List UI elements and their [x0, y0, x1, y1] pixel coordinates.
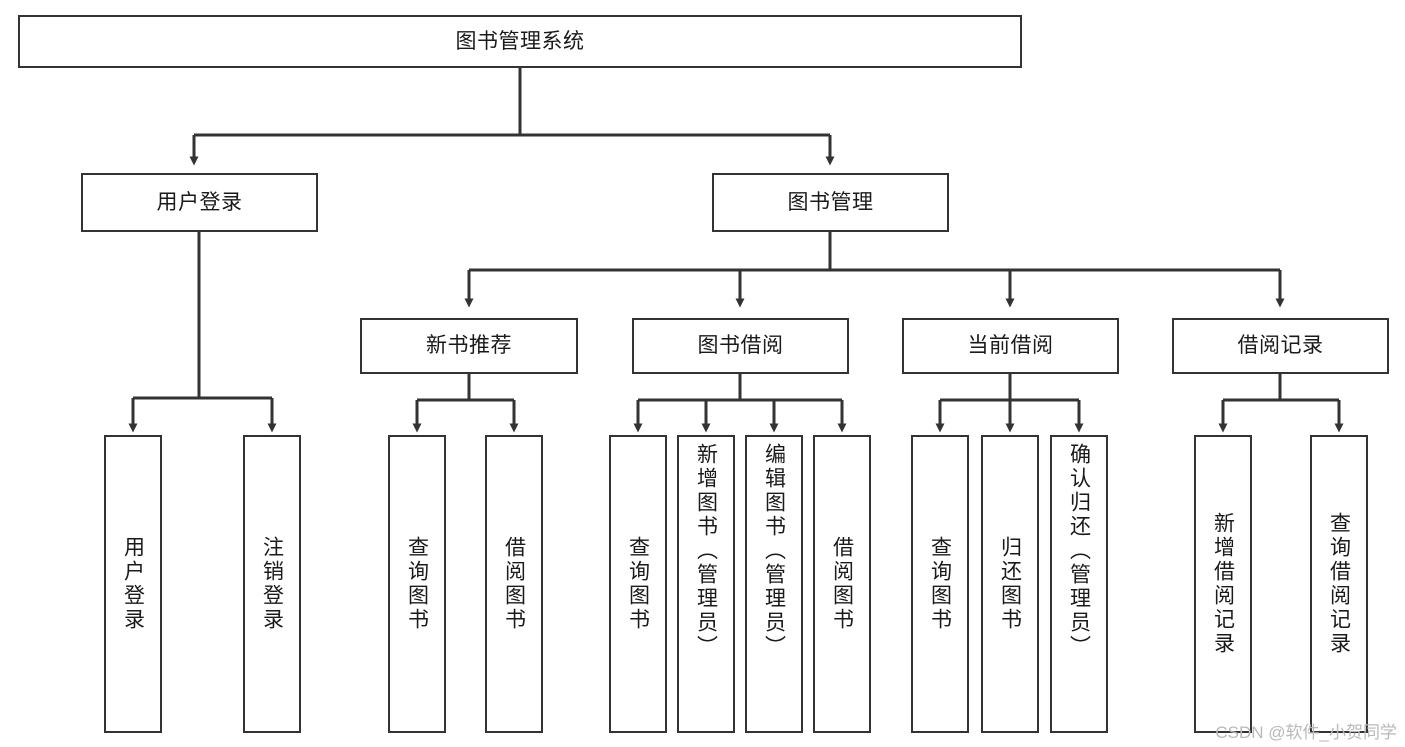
node-root-system-label: 图书管理系统: [455, 29, 585, 53]
node-book-management[interactable]: 图书管理: [712, 173, 949, 232]
node-leaf-current-confirm-return[interactable]: 确认归还（管理员）: [1050, 435, 1108, 733]
node-leaf-newbook-query[interactable]: 查询图书: [388, 435, 446, 733]
node-leaf-borrow-lend[interactable]: 借阅图书: [813, 435, 871, 733]
node-leaf-newbook-query-label: 查询图书: [405, 536, 429, 632]
node-leaf-borrow-edit[interactable]: 编辑图书（管理员）: [745, 435, 803, 733]
node-leaf-current-return-label: 归还图书: [998, 536, 1022, 632]
node-leaf-records-add[interactable]: 新增借阅记录: [1194, 435, 1252, 733]
node-leaf-newbook-borrow-label: 借阅图书: [502, 536, 526, 632]
node-leaf-current-query[interactable]: 查询图书: [911, 435, 969, 733]
node-leaf-borrow-edit-label: 编辑图书（管理员）: [762, 443, 786, 659]
node-current-borrow[interactable]: 当前借阅: [902, 318, 1119, 374]
connector-lines: [128, 68, 1344, 433]
node-leaf-records-query[interactable]: 查询借阅记录: [1310, 435, 1368, 733]
node-leaf-current-confirm-return-label: 确认归还（管理员）: [1067, 443, 1091, 659]
node-new-book-recommend[interactable]: 新书推荐: [360, 318, 578, 374]
node-leaf-user-login-login-label: 用户登录: [121, 536, 145, 632]
node-book-borrow-label: 图书借阅: [697, 334, 784, 358]
node-current-borrow-label: 当前借阅: [967, 334, 1054, 358]
node-leaf-user-login-login[interactable]: 用户登录: [104, 435, 162, 733]
node-leaf-borrow-add-label: 新增图书（管理员）: [694, 443, 718, 659]
node-leaf-borrow-query-label: 查询图书: [626, 536, 650, 632]
node-leaf-records-query-label: 查询借阅记录: [1327, 512, 1351, 656]
node-borrow-records-label: 借阅记录: [1237, 334, 1324, 358]
node-borrow-records[interactable]: 借阅记录: [1172, 318, 1389, 374]
node-leaf-current-query-label: 查询图书: [928, 536, 952, 632]
node-leaf-current-return[interactable]: 归还图书: [981, 435, 1039, 733]
node-book-borrow[interactable]: 图书借阅: [632, 318, 849, 374]
node-leaf-borrow-lend-label: 借阅图书: [830, 536, 854, 632]
node-leaf-user-login-logout[interactable]: 注销登录: [243, 435, 301, 733]
node-leaf-borrow-query[interactable]: 查询图书: [609, 435, 667, 733]
node-new-book-recommend-label: 新书推荐: [426, 334, 512, 358]
node-user-login[interactable]: 用户登录: [81, 173, 318, 232]
node-root-system[interactable]: 图书管理系统: [18, 15, 1022, 68]
node-user-login-label: 用户登录: [156, 190, 243, 214]
node-leaf-newbook-borrow[interactable]: 借阅图书: [485, 435, 543, 733]
node-leaf-records-add-label: 新增借阅记录: [1211, 512, 1235, 656]
node-leaf-user-login-logout-label: 注销登录: [260, 536, 284, 632]
node-book-management-label: 图书管理: [787, 190, 874, 214]
node-leaf-borrow-add[interactable]: 新增图书（管理员）: [677, 435, 735, 733]
